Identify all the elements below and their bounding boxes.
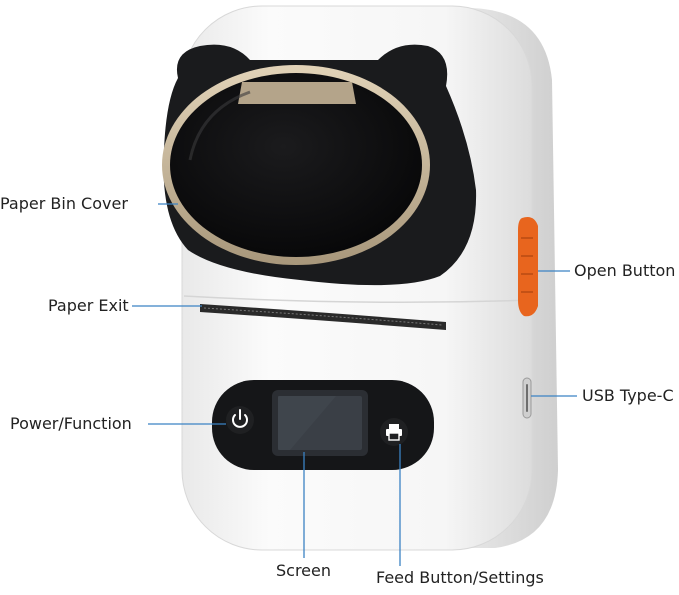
usb-type-c-port — [522, 377, 532, 419]
printer-icon — [386, 424, 402, 441]
leader-lines — [132, 203, 577, 566]
label-usb-type-c: USB Type-C — [582, 386, 674, 405]
label-screen: Screen — [276, 561, 332, 580]
label-feed-button-settings: Feed Button/Settings — [376, 568, 544, 587]
open-button[interactable] — [518, 217, 538, 317]
lcd-screen — [272, 390, 368, 456]
label-power-function: Power/Function — [10, 414, 132, 433]
feed-button[interactable] — [380, 418, 408, 446]
power-icon — [232, 409, 248, 428]
label-paper-exit: Paper Exit — [48, 296, 129, 315]
paper-exit-slot — [200, 304, 446, 330]
label-paper-bin-cover: Paper Bin Cover — [0, 194, 128, 213]
paper-bin-cover — [162, 44, 477, 286]
power-button[interactable] — [226, 406, 254, 434]
control-panel — [212, 380, 434, 470]
label-open-button: Open Button — [574, 261, 676, 280]
